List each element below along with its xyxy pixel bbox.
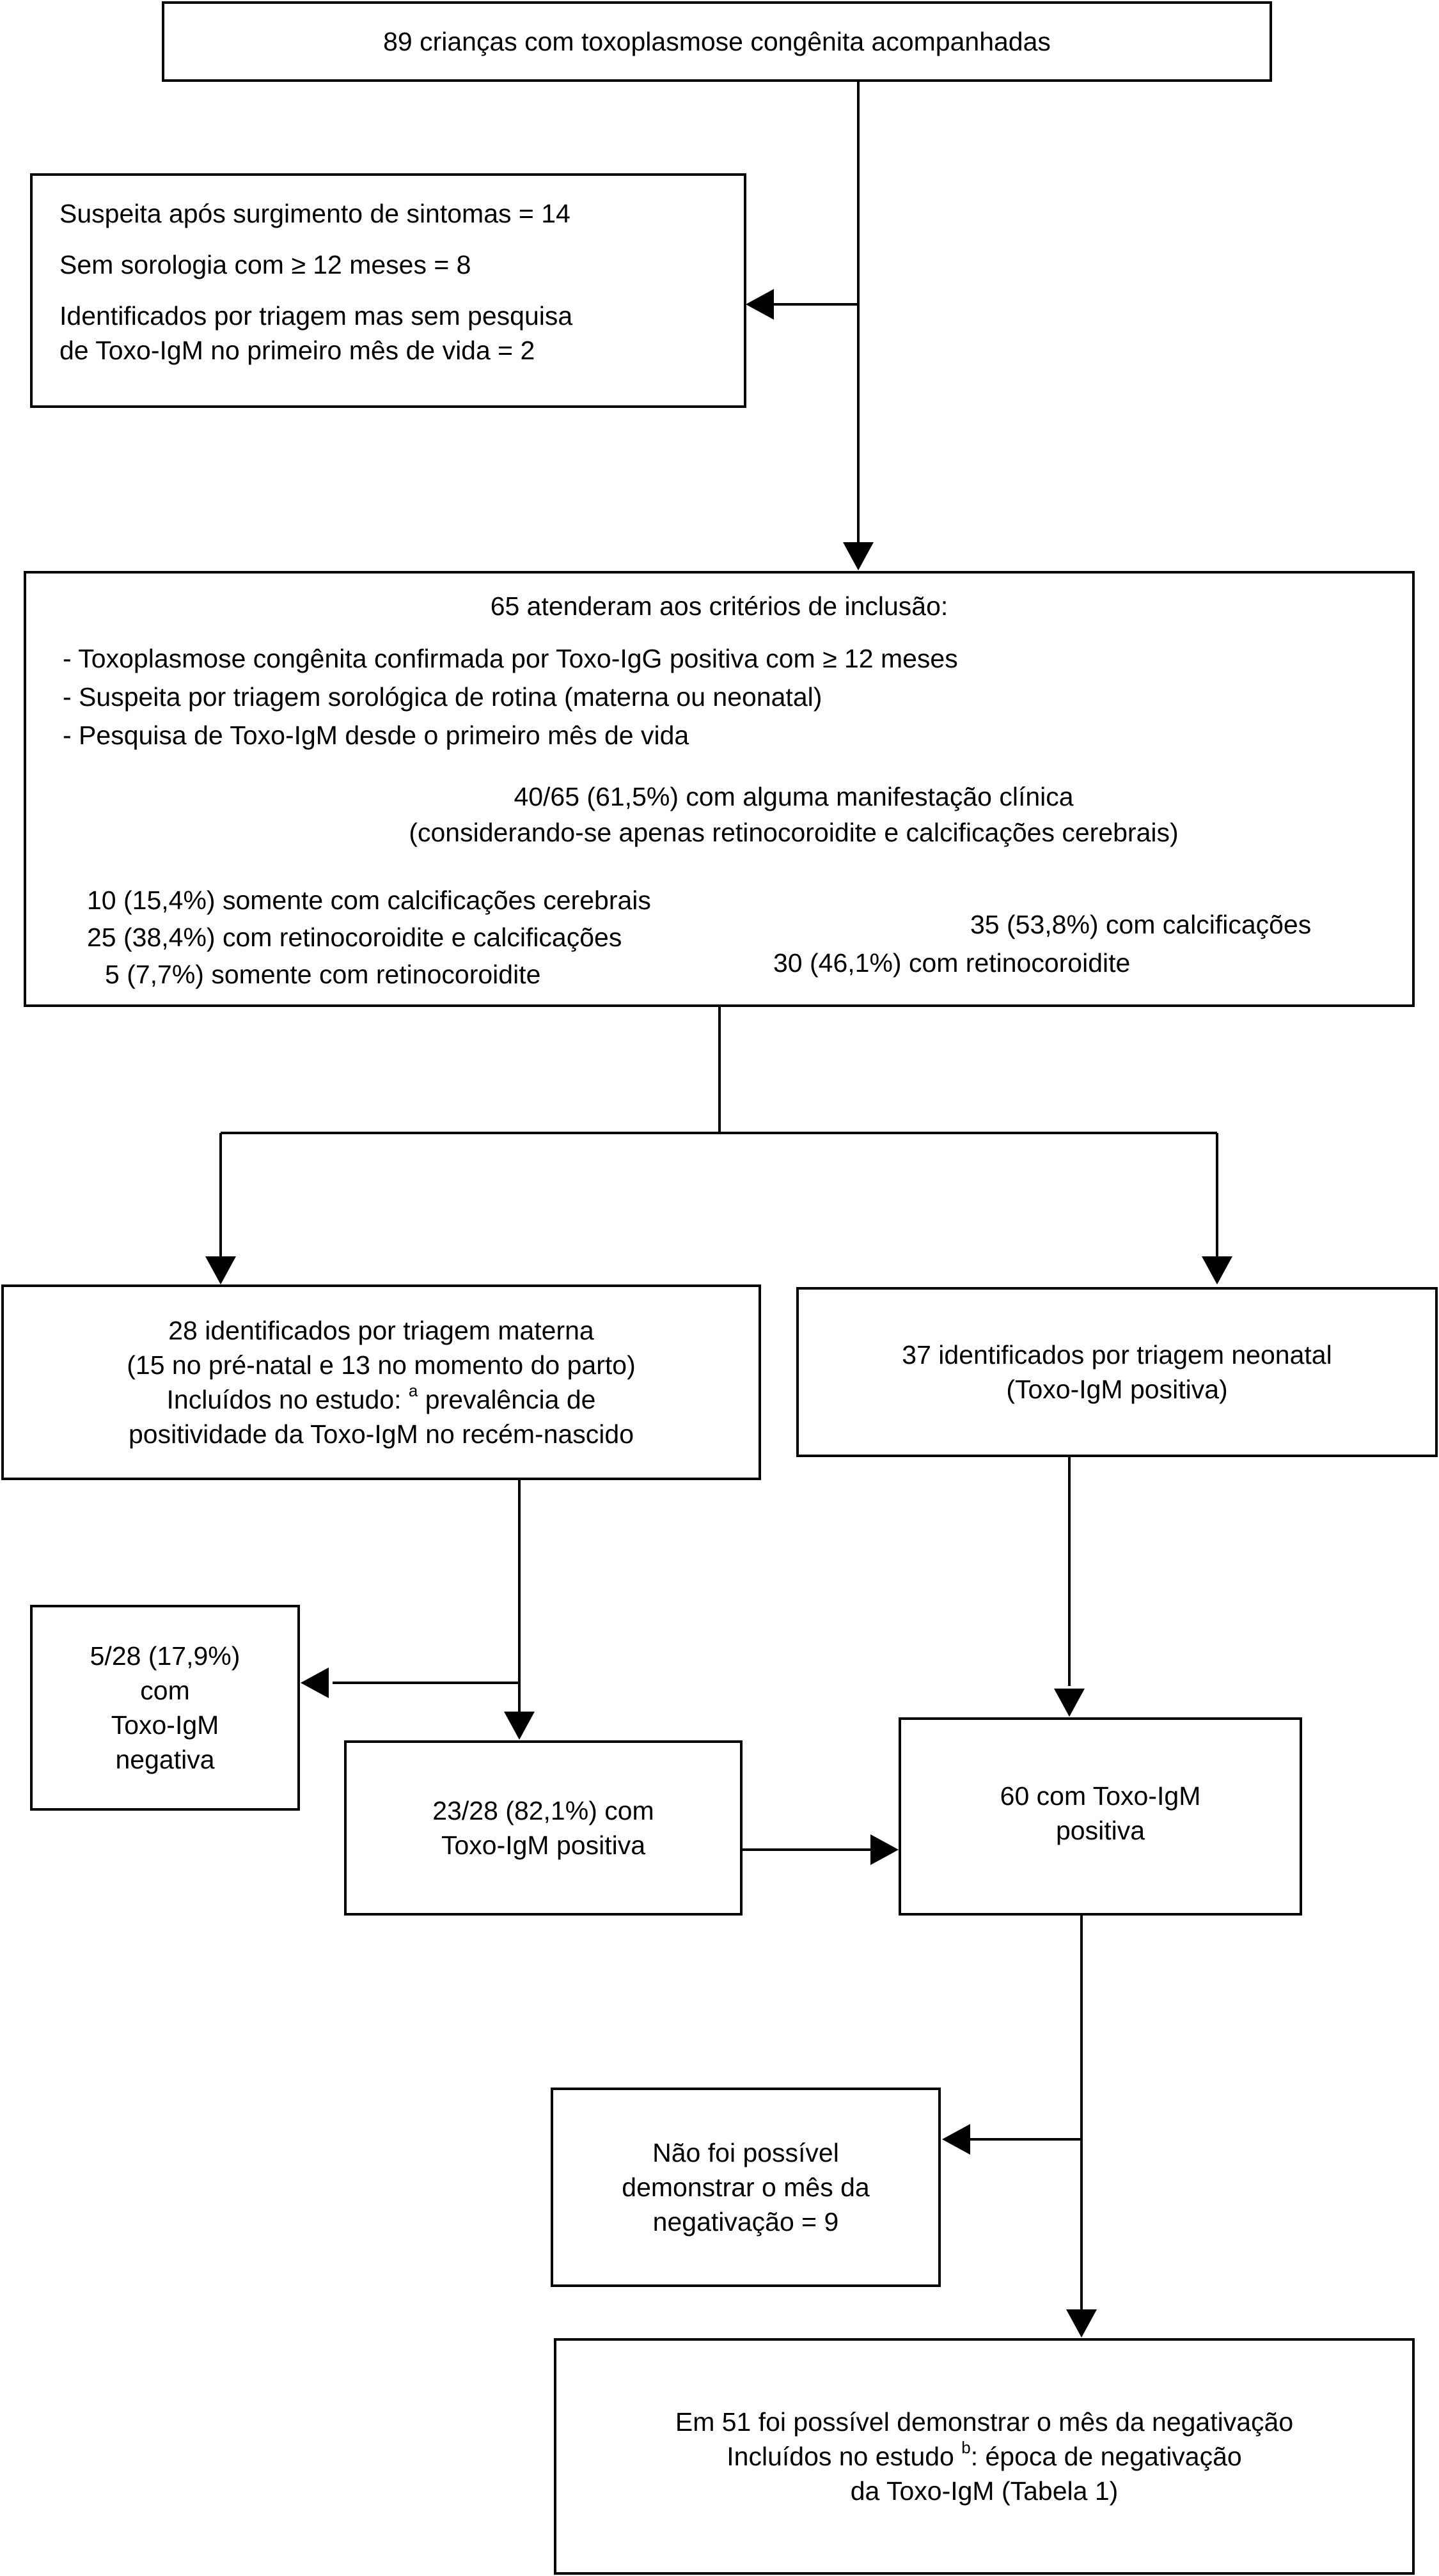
box-inclusion-criteria: 65 atenderam aos critérios de inclusão: … [24,571,1415,1007]
maternal-line1: 28 identificados por triagem materna [168,1316,594,1345]
igm-neg-line3: Toxo-IgM [111,1710,219,1740]
inclusion-title: 65 atenderam aos critérios de inclusão: [490,591,948,621]
box-month-not-demonstrable: Não foi possível demonstrar o mês da neg… [551,2088,941,2287]
neonatal-line1: 37 identificados por triagem neonatal [902,1340,1332,1370]
item-retino-and-calcifications: 25 (38,4%) com retinocoroidite e calcifi… [87,923,622,952]
no-month-line2: demonstrar o mês da [622,2173,870,2202]
box-final-included: Em 51 foi possível demonstrar o mês da n… [554,2338,1415,2575]
footnote-marker-b: b [961,2438,971,2458]
maternal-line3-b: prevalência de [418,1385,596,1414]
arrowhead-icon [504,1712,535,1740]
arrowhead-icon [942,2124,970,2155]
no-month-line1: Não foi possível [652,2138,839,2167]
final-line2-b: : época de negativação [970,2442,1242,2471]
final-line2: Incluídos no estudo b: época de negativa… [727,2439,1241,2474]
box-igm-negative: 5/28 (17,9%) com Toxo-IgM negativa [30,1605,300,1811]
sum-retinocoroidite: 30 (46,1%) com retinocoroidite [773,948,1131,978]
manifestation-note: (considerando-se apenas retinocoroidite … [409,818,1179,847]
excluded-screening-line1: Identificados por triagem mas sem pesqui… [59,301,573,331]
excluded-symptoms: Suspeita após surgimento de sintomas = 1… [59,199,570,228]
box-total-children: 89 crianças com toxoplasmose congênita a… [162,1,1272,82]
maternal-line4: positividade da Toxo-IgM no recém-nascid… [128,1419,634,1449]
no-month-line3: negativação = 9 [652,2207,839,2236]
igm-pos-total-line2: positiva [1055,1816,1145,1845]
arrowhead-icon [1202,1256,1232,1284]
excluded-no-serology: Sem sorologia com ≥ 12 meses = 8 [59,250,471,279]
arrowhead-icon [1054,1689,1085,1717]
maternal-line3-a: Incluídos no estudo: [166,1385,409,1414]
igm-neg-line4: negativa [115,1745,215,1774]
arrowhead-icon [1066,2309,1097,2338]
igm-neg-line2: com [140,1676,190,1705]
maternal-line3: Incluídos no estudo: a prevalência de [167,1382,596,1417]
igm-pos-total-line1: 60 com Toxo-IgM [1000,1781,1201,1811]
igm-pos-mat-line1: 23/28 (82,1%) com [432,1796,654,1825]
final-line1: Em 51 foi possível demonstrar o mês da n… [675,2407,1294,2437]
igm-pos-mat-line2: Toxo-IgM positiva [441,1831,645,1860]
final-line3: da Toxo-IgM (Tabela 1) [850,2476,1119,2506]
criterion-screening: - Suspeita por triagem sorológica de rot… [63,682,822,712]
arrowhead-icon [205,1256,236,1284]
footnote-marker-a: a [408,1381,418,1401]
maternal-line2: (15 no pré-natal e 13 no momento do part… [127,1350,636,1380]
arrowhead-icon [301,1667,329,1698]
total-children-text: 89 crianças com toxoplasmose congênita a… [383,27,1051,56]
neonatal-line2: (Toxo-IgM positiva) [1006,1375,1228,1404]
box-igm-positive-maternal: 23/28 (82,1%) com Toxo-IgM positiva [344,1740,743,1916]
manifestation-count: 40/65 (61,5%) com alguma manifestação cl… [514,782,1074,811]
excluded-screening-line2: de Toxo-IgM no primeiro mês de vida = 2 [59,336,535,365]
arrowhead-icon [746,289,774,320]
final-line2-a: Incluídos no estudo [727,2442,962,2471]
box-neonatal-screening: 37 identificados por triagem neonatal (T… [796,1287,1438,1457]
arrowhead-icon [870,1834,899,1865]
box-excluded: Suspeita após surgimento de sintomas = 1… [30,173,746,408]
arrowhead-icon [843,542,874,570]
igm-neg-line1: 5/28 (17,9%) [90,1641,240,1671]
box-igm-positive-total: 60 com Toxo-IgM positiva [899,1717,1302,1916]
sum-calcifications: 35 (53,8%) com calcificações [970,910,1312,939]
criterion-igg: - Toxoplasmose congênita confirmada por … [63,644,958,673]
box-maternal-screening: 28 identificados por triagem materna (15… [1,1284,761,1480]
item-only-calcifications: 10 (15,4%) somente com calcificações cer… [87,886,651,915]
criterion-igm: - Pesquisa de Toxo-IgM desde o primeiro … [63,721,689,750]
item-only-retino: 5 (7,7%) somente com retinocoroidite [105,960,541,989]
